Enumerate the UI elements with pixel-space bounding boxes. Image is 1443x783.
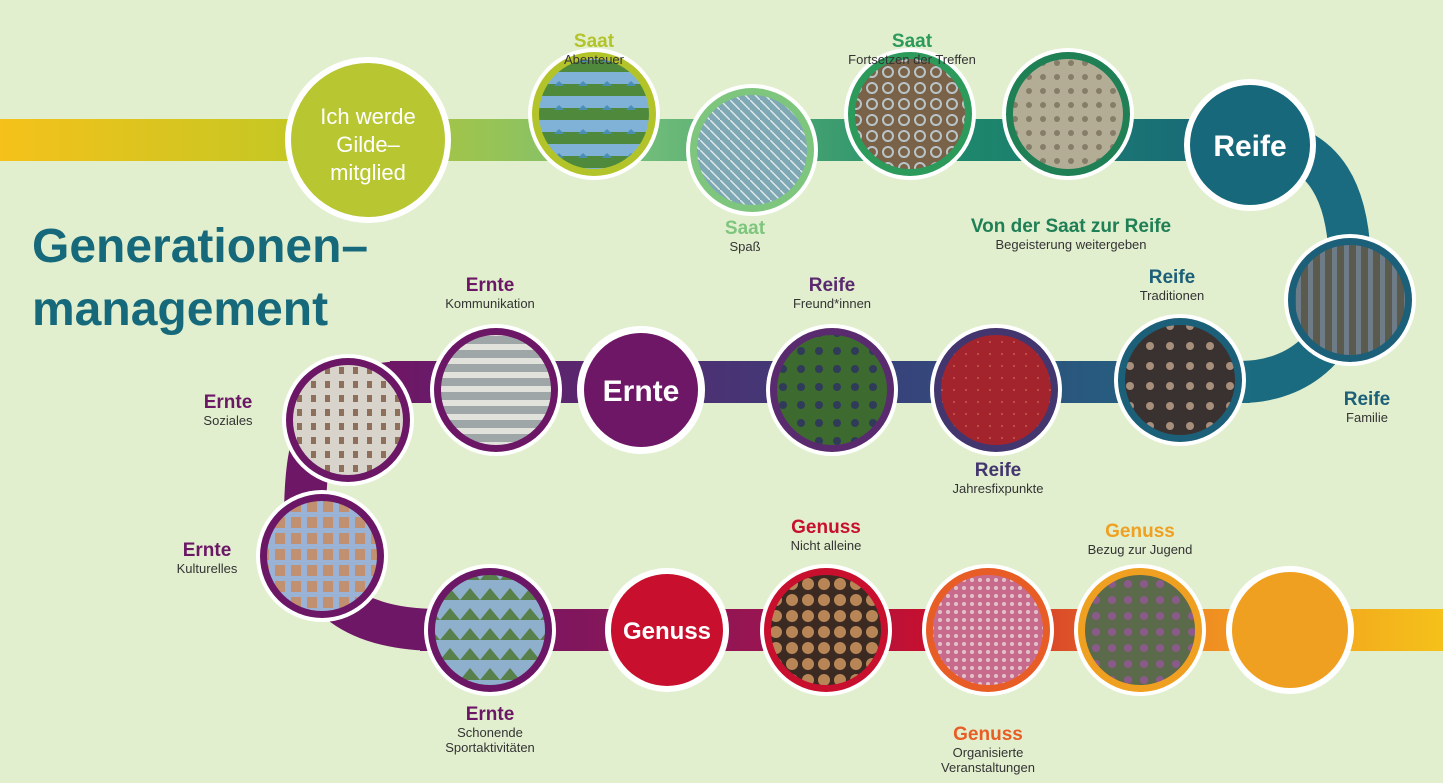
handicraft-photo bbox=[1013, 59, 1123, 169]
station-title: Von der Saat zur Reife bbox=[971, 216, 1171, 237]
station-9 bbox=[430, 324, 562, 456]
station-title: Ernte bbox=[466, 704, 515, 725]
station-subtitle: Organisierte bbox=[953, 745, 1024, 760]
hub-ernte-label: Ernte bbox=[603, 375, 680, 408]
station-4 bbox=[1002, 48, 1134, 180]
station-7 bbox=[930, 324, 1062, 456]
station-1 bbox=[528, 48, 660, 180]
hub-reife-label: Reife bbox=[1213, 130, 1286, 163]
station-13 bbox=[760, 564, 892, 696]
station-11 bbox=[256, 490, 388, 622]
station-3 bbox=[844, 48, 976, 180]
end-circle bbox=[1226, 566, 1354, 694]
station-subtitle: Fortsetzen der Treffen bbox=[848, 52, 976, 67]
station-15 bbox=[1074, 564, 1206, 696]
basilica-photo bbox=[267, 501, 377, 611]
station-14 bbox=[922, 564, 1054, 696]
title-line1: Generationen– bbox=[32, 220, 368, 273]
station-subtitle: Kommunikation bbox=[445, 296, 535, 311]
meeting-table-photo bbox=[441, 335, 551, 445]
candle-badge-photo bbox=[941, 335, 1051, 445]
boat-rigging-photo bbox=[697, 95, 807, 205]
hub-reife: Reife bbox=[1184, 79, 1316, 211]
station-subtitle: Freund*innen bbox=[793, 296, 871, 311]
start-label-1: Ich werde bbox=[320, 104, 415, 129]
station-subtitle: Veranstaltungen bbox=[941, 760, 1035, 775]
tents-on-meadow-photo bbox=[539, 59, 649, 169]
scout-knot-photo bbox=[855, 59, 965, 169]
station-10 bbox=[282, 354, 414, 486]
station-6 bbox=[1114, 314, 1246, 446]
station-subtitle: Sportaktivitäten bbox=[445, 740, 535, 755]
station-subtitle: Bezug zur Jugend bbox=[1088, 542, 1193, 557]
mountain-hike-photo bbox=[435, 575, 545, 685]
start-label-2: Gilde– bbox=[336, 132, 400, 157]
family-outdoor-photo bbox=[1295, 245, 1405, 355]
station-title: Reife bbox=[975, 460, 1021, 481]
station-subtitle: Spaß bbox=[729, 239, 760, 254]
pastries-photo bbox=[771, 575, 881, 685]
station-subtitle: Familie bbox=[1346, 410, 1388, 425]
start-circle: Ich werde Gilde– mitglied bbox=[285, 57, 451, 223]
station-2 bbox=[686, 84, 818, 216]
donation-room-photo bbox=[293, 365, 403, 475]
station-subtitle: Traditionen bbox=[1140, 288, 1205, 303]
friends-on-grass-photo bbox=[777, 335, 887, 445]
station-8 bbox=[766, 324, 898, 456]
station-title: Genuss bbox=[953, 724, 1023, 745]
station-5 bbox=[1284, 234, 1416, 366]
station-title: Genuss bbox=[791, 517, 861, 538]
station-title: Reife bbox=[1149, 267, 1195, 288]
station-title: Saat bbox=[574, 31, 615, 52]
youth-campfire-photo bbox=[1085, 575, 1195, 685]
start-label-3: mitglied bbox=[330, 160, 406, 185]
station-title: Reife bbox=[1344, 389, 1390, 410]
station-title: Saat bbox=[892, 31, 933, 52]
hub-ernte: Ernte bbox=[577, 326, 705, 454]
station-title: Ernte bbox=[204, 392, 253, 413]
stations bbox=[256, 48, 1416, 696]
station-subtitle: Soziales bbox=[203, 413, 253, 428]
station-subtitle: Schonende bbox=[457, 725, 523, 740]
station-12 bbox=[424, 564, 556, 696]
hub-genuss-label: Genuss bbox=[623, 618, 711, 645]
station-subtitle: Nicht alleine bbox=[791, 538, 862, 553]
station-subtitle: Begeisterung weitergeben bbox=[995, 237, 1146, 252]
title-line2: management bbox=[32, 283, 328, 336]
station-title: Reife bbox=[809, 275, 855, 296]
station-title: Ernte bbox=[183, 540, 232, 561]
station-title: Saat bbox=[725, 218, 766, 239]
station-subtitle: Abenteuer bbox=[564, 52, 625, 67]
station-subtitle: Kulturelles bbox=[177, 561, 238, 576]
mosaic-art-photo bbox=[933, 575, 1043, 685]
station-title: Ernte bbox=[466, 275, 515, 296]
station-title: Genuss bbox=[1105, 521, 1175, 542]
campfire-evening-photo bbox=[1125, 325, 1235, 435]
hub-genuss: Genuss bbox=[605, 568, 729, 692]
station-subtitle: Jahresfixpunkte bbox=[952, 481, 1043, 496]
